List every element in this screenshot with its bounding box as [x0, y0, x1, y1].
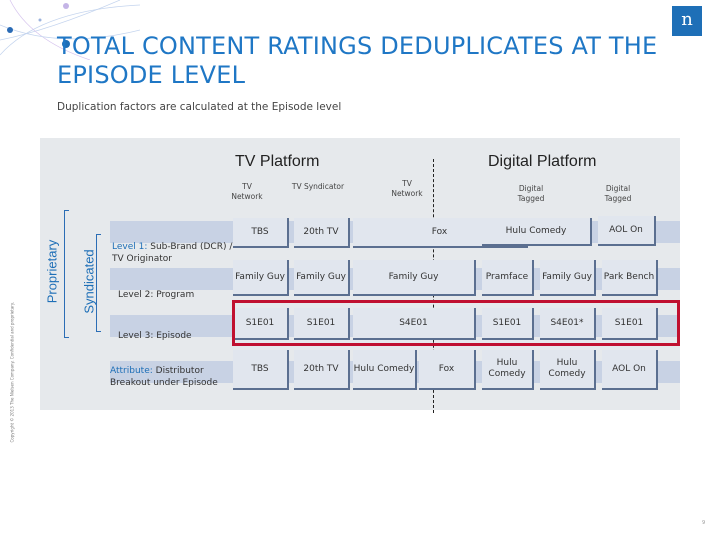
- tv-platform-header: TV Platform: [235, 153, 320, 170]
- level-3-label: Level 3: Episode: [118, 331, 192, 341]
- cell-attr-hulu-comedy-1: Hulu Comedy: [353, 350, 417, 390]
- column-header-tv-syndicator: TV Syndicator: [291, 182, 345, 191]
- cell-attr-aol-on: AOL On: [602, 350, 658, 390]
- column-header-tv-network-2: TV Network: [391, 179, 423, 198]
- cell-attr-hulu-comedy-3: Hulu Comedy: [540, 350, 596, 390]
- cell-level2-pramface: Pramface: [482, 260, 534, 296]
- attribute-prefix: Attribute:: [110, 366, 153, 376]
- cell-level2-park-bench: Park Bench: [602, 260, 658, 296]
- slide-subtitle: Duplication factors are calculated at th…: [57, 101, 342, 113]
- episode-level-highlight: [232, 300, 680, 346]
- cell-level3-s1e01-3: S1E01: [482, 308, 534, 340]
- page-number: 9: [702, 520, 706, 526]
- cell-level3-s1e01-2: S1E01: [294, 308, 350, 340]
- cell-level3-s1e01-1: S1E01: [233, 308, 289, 340]
- nielsen-logo: n: [672, 6, 702, 36]
- slide-title: TOTAL CONTENT RATINGS DEDUPLICATES AT TH…: [57, 32, 658, 89]
- cell-attr-tbs: TBS: [233, 350, 289, 390]
- decorative-network-graphic: [0, 0, 140, 60]
- level-1-prefix: Level 1:: [112, 242, 148, 252]
- column-header-digital-tagged-2: Digital Tagged: [604, 184, 632, 203]
- hierarchy-diagram: Proprietary Syndicated TV Platform Digit…: [40, 138, 680, 413]
- cell-level2-family-guy-4: Family Guy: [540, 260, 596, 296]
- copyright-note: Copyright © 2013 The Nielsen Company. Co…: [9, 302, 15, 443]
- cell-level1-aol-on: AOL On: [598, 216, 656, 246]
- level-2-label: Level 2: Program: [118, 290, 195, 300]
- cell-level2-family-guy-1: Family Guy: [233, 260, 289, 296]
- attribute-text: Distributor Breakout under Episode: [110, 366, 218, 388]
- cell-attr-fox: Fox: [419, 350, 476, 390]
- cell-level2-family-guy-2: Family Guy: [294, 260, 350, 296]
- cell-level3-s4e01-1: S4E01: [353, 308, 476, 340]
- cell-level1-tbs: TBS: [233, 218, 289, 248]
- syndicated-bracket: [96, 234, 101, 332]
- digital-platform-header: Digital Platform: [488, 153, 597, 170]
- cell-level3-s4e01-2: S4E01*: [540, 308, 596, 340]
- cell-attr-hulu-comedy-2: Hulu Comedy: [482, 350, 534, 390]
- syndicated-label: Syndicated: [81, 249, 97, 314]
- proprietary-bracket: [64, 210, 69, 338]
- attribute-label: Attribute: Distributor Breakout under Ep…: [110, 365, 235, 389]
- proprietary-label: Proprietary: [44, 239, 60, 304]
- cell-level1-20th-tv: 20th TV: [294, 218, 350, 248]
- cell-attr-20th-tv: 20th TV: [294, 350, 350, 390]
- column-header-tv-network: TV Network: [231, 182, 263, 201]
- level-1-label: Level 1: Sub-Brand (DCR) / TV Originator: [112, 241, 237, 265]
- cell-level1-hulu-comedy: Hulu Comedy: [482, 218, 592, 246]
- cell-level2-family-guy-3: Family Guy: [353, 260, 476, 296]
- level-1-text: Sub-Brand (DCR) / TV Originator: [112, 242, 233, 264]
- column-header-digital-tagged: Digital Tagged: [517, 184, 545, 203]
- cell-level3-s1e01-4: S1E01: [602, 308, 658, 340]
